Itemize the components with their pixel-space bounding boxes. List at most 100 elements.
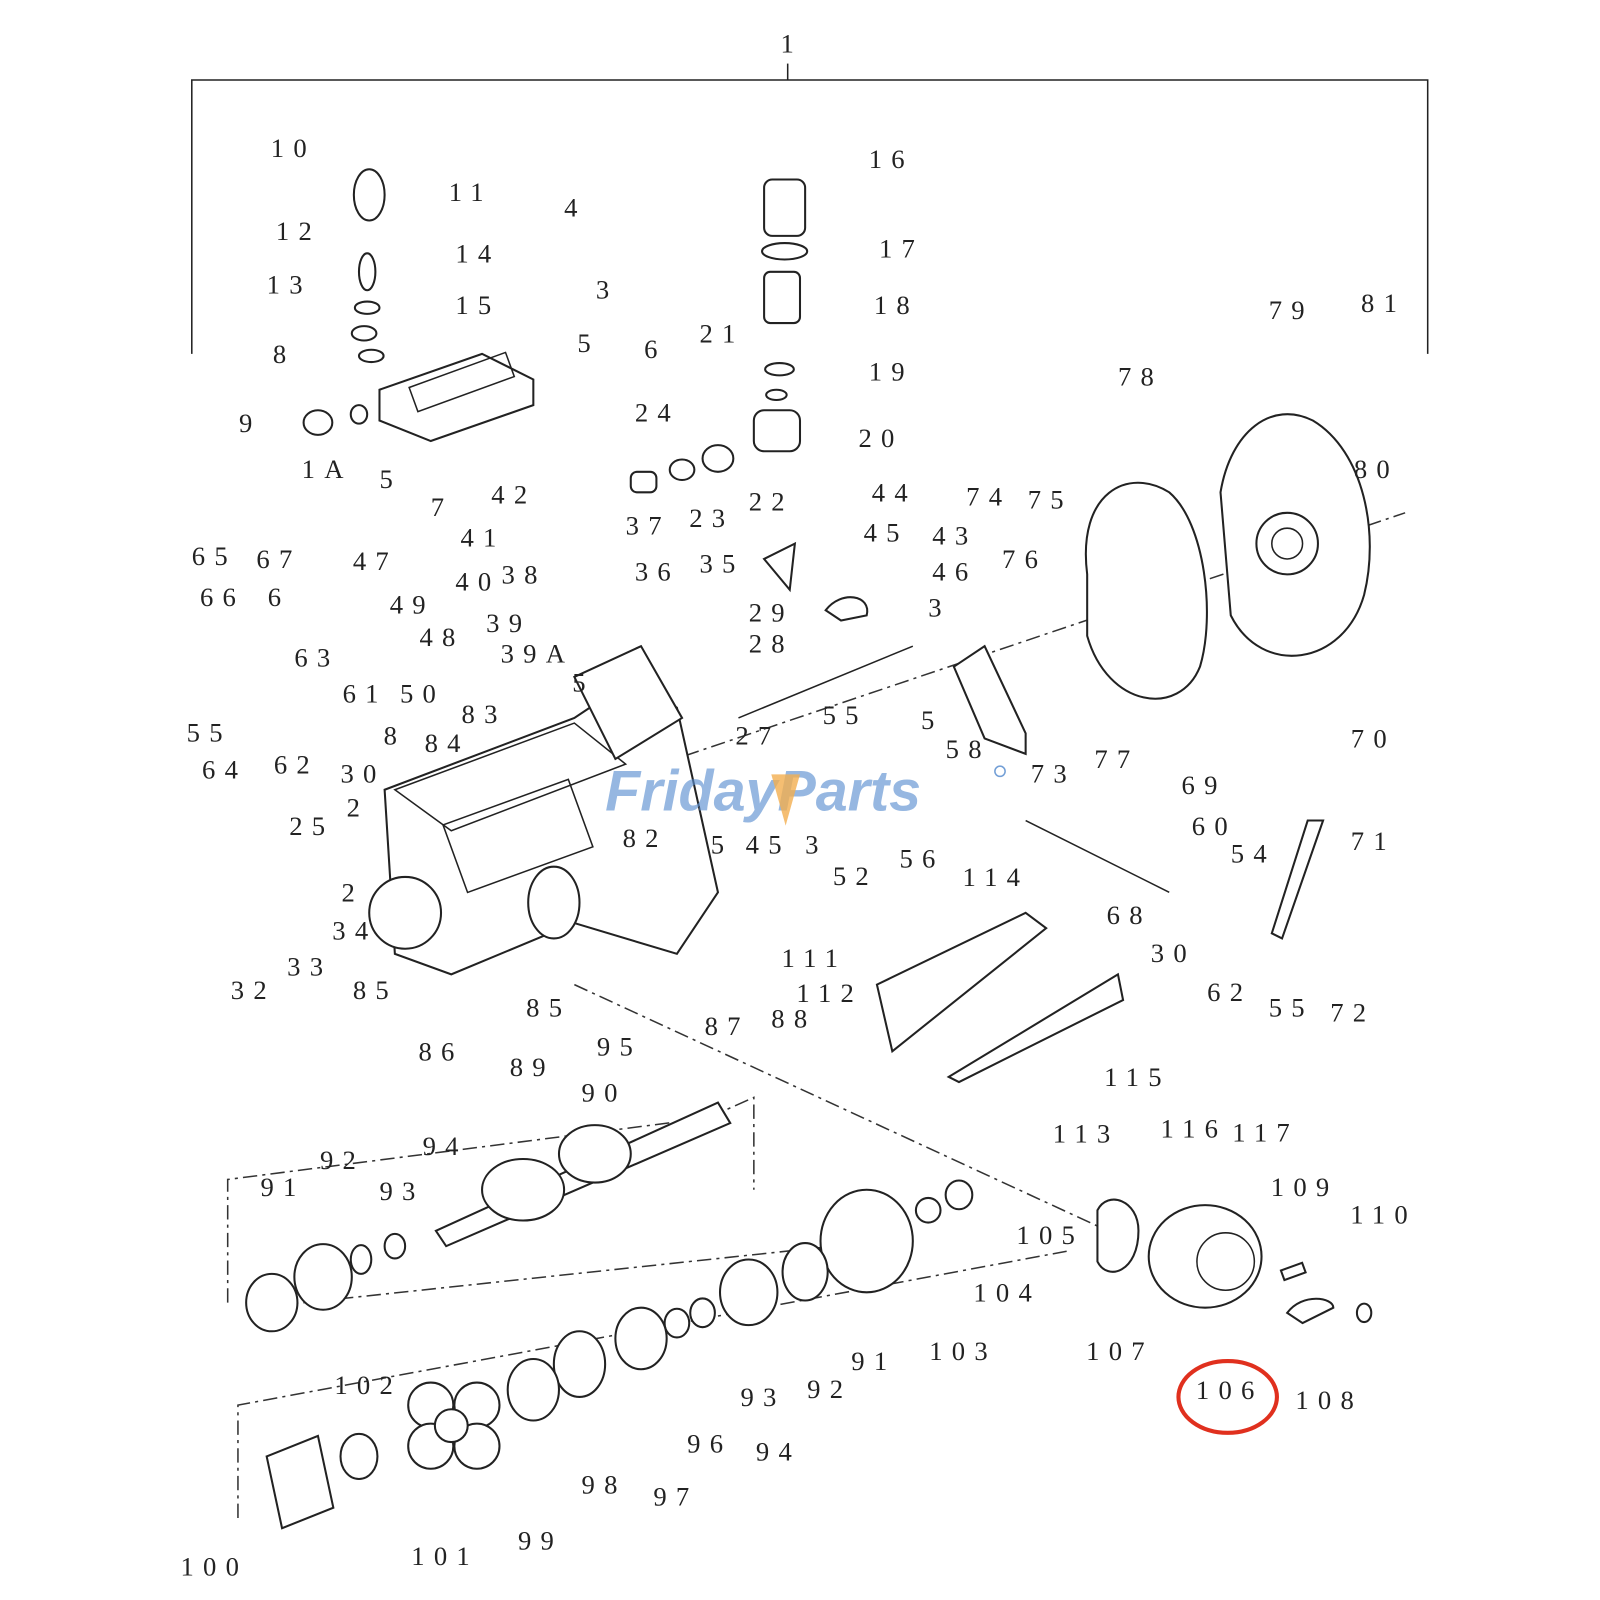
part-label: 71	[1351, 826, 1396, 856]
part-label: 55	[1269, 992, 1314, 1022]
part-label: 89	[510, 1052, 555, 1082]
part-label: 3	[596, 274, 619, 304]
part-label: 72	[1330, 998, 1375, 1028]
part-label: 67	[256, 544, 301, 574]
part-label: 30	[341, 759, 386, 789]
part-label: 69	[1182, 770, 1227, 800]
plunger-spring-assembly	[629, 178, 809, 494]
part-label: 34	[332, 915, 377, 945]
part-label: 29	[749, 598, 794, 628]
part-label: 7	[431, 492, 454, 522]
part-label: 9	[239, 408, 262, 438]
part-label: 49	[390, 589, 435, 619]
part-label: 98	[582, 1469, 627, 1499]
part-label: 74	[966, 482, 1011, 512]
part-label: 62	[274, 749, 319, 779]
part-label: 33	[287, 951, 332, 981]
part-label: 41	[461, 523, 506, 553]
part-label: 108	[1295, 1385, 1363, 1415]
part-label: 97	[653, 1482, 698, 1512]
part-label: 115	[1104, 1062, 1171, 1092]
part-label: 83	[462, 699, 507, 729]
part-label: 99	[518, 1526, 563, 1556]
part-label: 112	[796, 978, 863, 1008]
part-label: 87	[705, 1011, 750, 1041]
part-label: 109	[1271, 1172, 1339, 1202]
part-label: 56	[899, 844, 944, 874]
part-label: 103	[929, 1336, 997, 1366]
part-label: 24	[635, 398, 680, 428]
part-label: 54	[1231, 839, 1276, 869]
part-label: 19	[869, 356, 914, 386]
part-label: 18	[874, 290, 919, 320]
part-label: 55	[187, 718, 232, 748]
part-label: 84	[425, 728, 470, 758]
part-label: 76	[1002, 544, 1047, 574]
part-label: 77	[1094, 744, 1139, 774]
part-label: 79	[1269, 295, 1314, 325]
part-label: 43	[932, 521, 977, 551]
part-label: 102	[334, 1370, 402, 1400]
part-label: 40	[455, 567, 500, 597]
part-label: 107	[1086, 1336, 1154, 1366]
camshaft	[434, 1101, 732, 1248]
part-label: 28	[749, 628, 794, 658]
part-label: 93	[741, 1382, 786, 1412]
part-label: 16	[869, 144, 914, 174]
part-label: 17	[879, 233, 924, 263]
part-label: 21	[699, 319, 744, 349]
part-label: 70	[1351, 724, 1396, 754]
part-label: 10	[271, 133, 316, 163]
part-label: 90	[582, 1078, 627, 1108]
part-label: 8	[384, 721, 407, 751]
delivery-valve-holder	[302, 168, 535, 443]
part-label: 23	[689, 503, 734, 533]
bearings	[245, 1179, 974, 1422]
part-label: 85	[353, 975, 398, 1005]
part-label: 3	[928, 592, 951, 622]
part-label: 6	[644, 334, 667, 364]
inspection-cover	[875, 911, 1125, 1084]
part-label: 11	[449, 177, 493, 207]
drive-coupling	[265, 1381, 501, 1530]
part-label: 94	[756, 1436, 801, 1466]
part-label: 92	[807, 1374, 852, 1404]
part-label: 12	[276, 216, 321, 246]
part-label: 44	[872, 478, 917, 508]
governor-cover	[1084, 413, 1371, 700]
part-label: 2	[342, 878, 365, 908]
part-label: 38	[502, 560, 547, 590]
part-label: 78	[1118, 362, 1163, 392]
part-label: 8	[273, 339, 296, 369]
part-label: 60	[1192, 811, 1237, 841]
part-label: 94	[423, 1131, 468, 1161]
part-label: 73	[1031, 759, 1076, 789]
part-label: 95	[597, 1031, 642, 1061]
part-label: 96	[687, 1428, 732, 1458]
part-label: 4	[564, 192, 587, 222]
part-label: 86	[418, 1036, 463, 1066]
part-label: 58	[946, 734, 991, 764]
part-label: 63	[294, 643, 339, 673]
part-label: 3	[805, 829, 828, 859]
part-label: 30	[1151, 938, 1196, 968]
part-label: 1A	[302, 454, 353, 484]
part-label: 116	[1161, 1113, 1228, 1143]
part-label: 48	[419, 622, 464, 652]
part-label: 80	[1354, 454, 1399, 484]
part-label: 55	[823, 700, 868, 730]
part-label: 5	[711, 829, 734, 859]
part-label: 104	[973, 1278, 1041, 1308]
part-label: 39	[486, 608, 531, 638]
part-label: 117	[1232, 1118, 1299, 1148]
part-label: 75	[1028, 485, 1073, 515]
part-label: 42	[491, 480, 536, 510]
part-label: 93	[379, 1176, 424, 1206]
part-label: 66	[200, 582, 245, 612]
part-label: 50	[400, 679, 445, 709]
highlight-circle	[1176, 1358, 1279, 1435]
part-label: 5	[379, 464, 402, 494]
part-label: 36	[635, 556, 680, 586]
part-label: 46	[932, 556, 977, 586]
